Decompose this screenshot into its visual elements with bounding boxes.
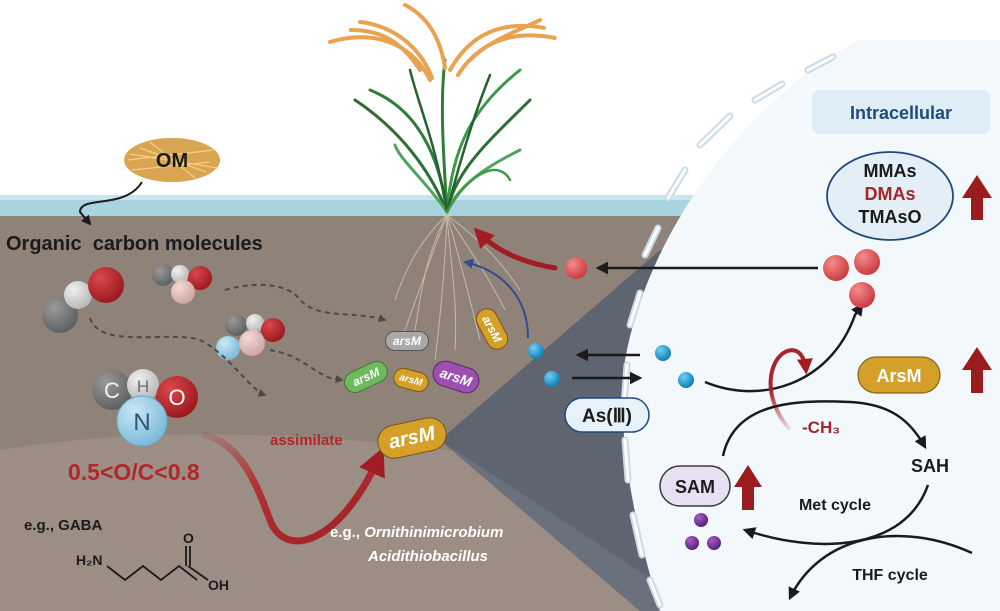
molecule-2 [152, 264, 212, 304]
arsm-protein-badge [857, 356, 941, 394]
atom-n-label: N [133, 409, 150, 436]
sam-molecule-1 [694, 513, 708, 527]
om-straw-icon [124, 138, 220, 182]
methylated-arsenic-inside-1 [823, 255, 849, 281]
zoom-wedge-shade [440, 440, 700, 611]
atom-h-label: H [137, 377, 149, 396]
increase-arrow-sam-icon [734, 465, 762, 510]
sam-label: SAM [675, 477, 715, 497]
dmas-label: DMAs [864, 184, 915, 204]
root-uptake-arrow-red [473, 227, 558, 271]
intracellular-title: Intracellular [850, 103, 952, 123]
methylated-arsenic-outside [565, 257, 587, 279]
gaba-h2n: H₂N [76, 552, 102, 568]
tmaso-label: TMAsO [859, 207, 922, 227]
root-uptake-arrow-blue [463, 258, 529, 339]
molecule-1 [42, 267, 124, 333]
atom-c-label: C [104, 378, 120, 403]
as3-badge [564, 397, 650, 433]
thf-cycle-arrow [788, 534, 973, 601]
gaba-structure [106, 546, 209, 582]
sam-molecule-3 [707, 536, 721, 550]
gaba-o: O [183, 530, 194, 546]
arsm-protein-label: ArsM [876, 366, 921, 386]
gaba-example-label: e.g., GABA [24, 517, 103, 534]
methylated-species-box [826, 151, 954, 241]
as3-label: As(Ⅲ) [582, 406, 632, 427]
methyl-transfer-arrow [768, 348, 813, 432]
oc-ratio-label: 0.5<O/C<0.8 [68, 459, 200, 485]
chon-molecule [92, 369, 198, 447]
paddy-water-layer [0, 195, 760, 217]
met-cycle-label: Met cycle [799, 497, 871, 514]
microbe-ornithinimicrobium: Ornithinimicrobium [364, 524, 503, 541]
arsenite-inside-1 [655, 345, 671, 361]
organic-carbon-label: Organic carbon molecules [6, 233, 263, 255]
arsm-gene-grey: arsM [385, 331, 429, 351]
molecule-3 [216, 314, 285, 360]
gaba-oh: OH [208, 577, 229, 593]
sam-to-sah-arrow [721, 400, 927, 457]
assimilate-label: assimilate [270, 432, 343, 449]
atom-o-label: O [168, 385, 185, 410]
om-label: OM [156, 150, 188, 172]
intracellular-header-box [812, 90, 990, 134]
water-surface [0, 195, 760, 200]
methylation-arrow [704, 302, 864, 393]
arsenite-outside-1 [528, 343, 544, 359]
arsenite-outside-2 [544, 371, 560, 387]
increase-arrow-methylated-icon [962, 175, 992, 220]
thf-cycle-label: THF cycle [852, 567, 928, 584]
microbe-acidithiobacillus: Acidithiobacillus [367, 548, 488, 565]
sam-badge [659, 465, 731, 507]
plant-roots [394, 214, 521, 361]
sam-molecule-2 [685, 536, 699, 550]
sah-label: SAH [911, 456, 949, 476]
increase-arrow-arsm-icon [962, 347, 992, 393]
dashed-flow-arrows [89, 283, 387, 397]
om-to-carbon-arrow [78, 181, 143, 226]
ch3-label: -CH₃ [802, 418, 840, 437]
rice-plant-icon [328, 3, 557, 214]
mmas-label: MMAs [864, 161, 917, 181]
assimilate-arrow [201, 431, 385, 545]
methylated-arsenic-inside-3 [849, 282, 875, 308]
arsenite-inside-2 [678, 372, 694, 388]
microbe-example-prefix: e.g., Ornithinimicrobium [330, 524, 503, 541]
methylated-arsenic-inside-2 [854, 249, 880, 275]
